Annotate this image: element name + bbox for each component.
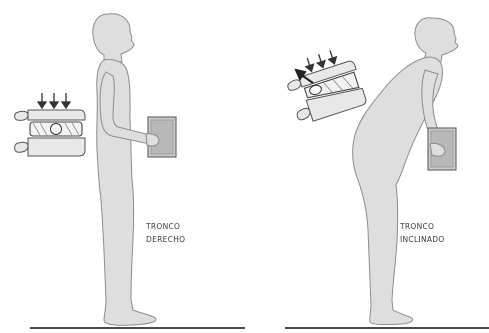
intervertebral-disc	[30, 122, 82, 136]
upright-spine-inset	[15, 93, 85, 156]
bent-head	[415, 18, 458, 62]
upright-label-line2: DERECHO	[146, 235, 185, 245]
downward-force-arrow-icon	[38, 93, 70, 108]
upright-head	[93, 14, 134, 62]
vertebra-icon	[15, 138, 85, 156]
bent-person-figure	[353, 18, 458, 325]
bent-label-line2: INCLINADO	[400, 235, 445, 245]
bent-spine-inset	[281, 45, 367, 126]
upright-person-figure	[93, 14, 157, 326]
upright-label-line1: TRONCO	[146, 222, 180, 232]
bent-label-line1: TRONCO	[400, 222, 434, 232]
vertebra-icon	[15, 110, 85, 120]
